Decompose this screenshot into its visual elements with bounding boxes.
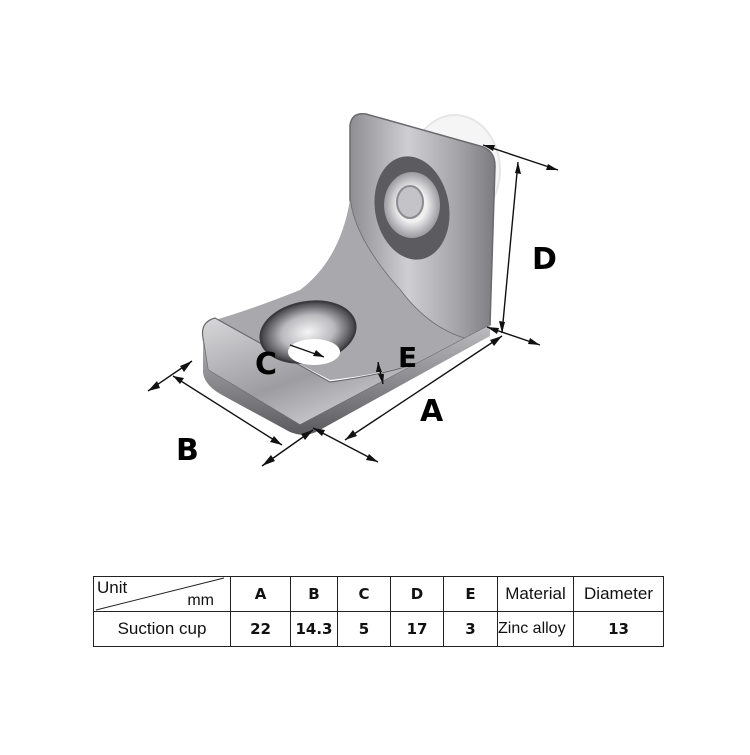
- a-extension-line-left: [312, 427, 379, 463]
- unit-header-cell: Unit mm: [93, 576, 231, 612]
- dimension-arrowheads: [148, 145, 558, 466]
- table-row: Suction cup 22 14.3 5 17 3 Zinc alloy 13: [93, 611, 664, 647]
- column-header-diameter: Diameter: [573, 576, 664, 612]
- column-header-a: A: [230, 576, 291, 612]
- unit-label: Unit: [97, 578, 128, 597]
- d-dimension-line: [501, 161, 519, 334]
- column-header-material: Material: [497, 576, 574, 612]
- value-b: 14.3: [290, 611, 338, 647]
- a-dimension-line: [344, 335, 503, 441]
- row-label: Suction cup: [93, 611, 231, 647]
- d-extension-line-top: [482, 144, 559, 171]
- column-header-d: D: [390, 576, 444, 612]
- unit-mm-label: mm: [187, 592, 214, 609]
- dimension-label-a: A: [420, 394, 444, 429]
- spec-table: Unit mm A B C D E Material Diameter Suct…: [93, 576, 664, 647]
- dimension-label-d: D: [532, 242, 557, 277]
- value-diameter: 13: [573, 611, 664, 647]
- column-header-b: B: [290, 576, 338, 612]
- column-header-e: E: [443, 576, 498, 612]
- dimension-label-b: B: [176, 433, 199, 468]
- value-c: 5: [337, 611, 391, 647]
- value-a: 22: [230, 611, 291, 647]
- value-e: 3: [443, 611, 498, 647]
- column-header-c: C: [337, 576, 391, 612]
- dimension-label-e: E: [398, 341, 418, 374]
- b-dimension-line: [172, 375, 283, 446]
- spec-table-header-row: Unit mm A B C D E Material Diameter: [93, 576, 664, 612]
- countersunk-hole-opening: [288, 339, 340, 365]
- value-d: 17: [390, 611, 444, 647]
- value-material: Zinc alloy: [497, 611, 574, 647]
- dimension-label-c: C: [255, 347, 278, 382]
- diagonal-divider: [95, 577, 225, 611]
- screw-socket: [396, 185, 424, 219]
- bracket-base-edge: [203, 325, 490, 435]
